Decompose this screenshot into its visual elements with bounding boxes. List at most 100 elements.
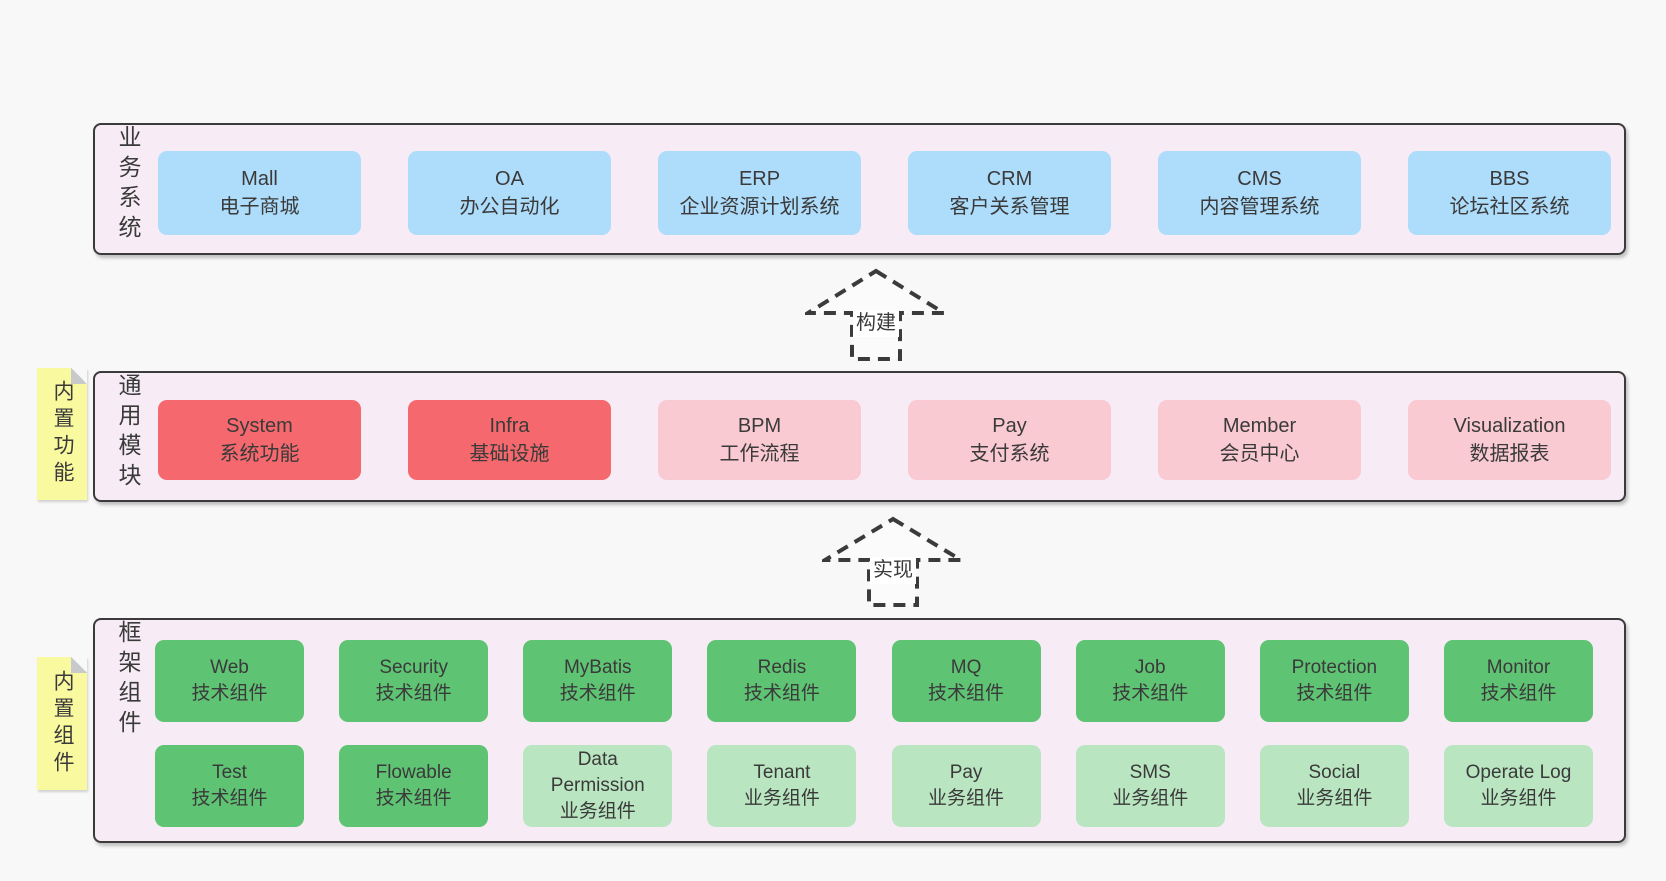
layer-label-business-systems: 业务系统 [115,125,141,245]
arrow-build: 构建 [805,268,947,362]
box-title: CMS [1237,168,1282,190]
box-subtitle: 工作流程 [719,443,800,465]
box-title: Pay [992,415,1027,437]
box-mybatis: MyBatis 技术组件 [523,640,673,722]
box-data-permission: Data Permission 业务组件 [523,745,673,827]
box-mq: MQ 技术组件 [891,640,1041,722]
box-subtitle: 数据报表 [1469,443,1550,465]
box-title: BBS [1489,168,1530,190]
box-subtitle: 企业资源计划系统 [679,196,840,218]
box-title: Social [1308,762,1361,783]
box-title: Security [379,657,448,678]
box-member: Member 会员中心 [1158,400,1361,480]
layer-label-framework-components: 框架组件 [115,620,141,740]
box-subtitle: 办公自动化 [459,196,560,218]
box-title: Redis [757,657,807,678]
box-row: Mall 电子商城 OA 办公自动化 ERP 企业资源计划系统 CRM 客户关系管理 CMS 内容… [158,151,1611,235]
box-monitor: Monitor 技术组件 [1443,640,1593,722]
box-subtitle: 会员中心 [1219,443,1300,465]
folded-corner-icon [71,657,87,673]
box-title: Visualization [1453,415,1566,437]
box-mall: Mall 电子商城 [158,151,361,235]
box-title: SMS [1129,762,1171,783]
box-subtitle: 业务组件 [928,788,1005,809]
box-subtitle: 技术组件 [191,788,268,809]
box-subtitle: 技术组件 [375,788,452,809]
box-subtitle: 技术组件 [1480,683,1557,704]
layer-label-common-modules: 通用模块 [115,373,141,493]
box-title: Member [1222,415,1297,437]
box-title: Test [212,762,247,783]
box-security: Security 技术组件 [339,640,489,722]
box-visualization: Visualization 数据报表 [1408,400,1611,480]
box-subtitle: 业务组件 [1112,788,1189,809]
box-cms: CMS 内容管理系统 [1158,151,1361,235]
folded-corner-icon [71,368,87,384]
box-operate-log: Operate Log 业务组件 [1443,745,1593,827]
box-title: OA [495,168,524,190]
box-protection: Protection 技术组件 [1259,640,1409,722]
box-subtitle: 技术组件 [1296,683,1373,704]
box-job: Job 技术组件 [1075,640,1225,722]
box-bbs: BBS 论坛社区系统 [1408,151,1611,235]
box-subtitle: 电子商城 [219,196,300,218]
box-flowable: Flowable 技术组件 [339,745,489,827]
layer-business-systems: 业务系统 Mall 电子商城 OA 办公自动化 ERP 企业资源计划系统 CRM 客户关系管理… [93,123,1626,255]
box-crm: CRM 客户关系管理 [908,151,1111,235]
box-subtitle: 支付系统 [969,443,1050,465]
box-tenant: Tenant 业务组件 [707,745,857,827]
box-redis: Redis 技术组件 [707,640,857,722]
box-title: Mall [241,168,278,190]
box-subtitle: 业务组件 [559,801,636,822]
tag-built-in-components-label: 内置组件 [51,669,74,778]
box-subtitle: 客户关系管理 [949,196,1070,218]
box-title: Monitor [1486,657,1551,678]
box-title: ERP [738,168,781,190]
box-title: Job [1134,657,1166,678]
box-subtitle: 技术组件 [559,683,636,704]
box-title: CRM [986,168,1033,190]
box-web: Web 技术组件 [155,640,304,722]
box-pay: Pay 支付系统 [908,400,1111,480]
box-title: Flowable [375,762,452,783]
box-system: System 系统功能 [158,400,361,480]
box-subtitle: 业务组件 [1296,788,1373,809]
box-title: Protection [1291,657,1378,678]
tag-built-in-components: 内置组件 [37,657,87,790]
box-subtitle: 技术组件 [928,683,1005,704]
arrow-build-label: 构建 [853,310,899,338]
tag-built-in-features: 内置功能 [37,368,87,500]
box-title: System [226,415,293,437]
box-title: MyBatis [563,657,632,678]
box-oa: OA 办公自动化 [408,151,611,235]
box-subtitle: 技术组件 [1112,683,1189,704]
box-social: Social 业务组件 [1259,745,1409,827]
box-subtitle: 业务组件 [743,788,820,809]
box-subtitle: 论坛社区系统 [1449,196,1570,218]
box-title: Data Permission [550,749,645,796]
box-title: Web [210,657,249,678]
tag-built-in-features-label: 内置功能 [51,380,74,488]
box-subtitle: 内容管理系统 [1199,196,1320,218]
box-title: BPM [737,415,782,437]
arrow-implement-label: 实现 [870,557,916,585]
box-bpm: BPM 工作流程 [658,400,861,480]
box-title: Tenant [753,762,811,783]
box-subtitle: 系统功能 [219,443,300,465]
box-subtitle: 技术组件 [191,683,268,704]
box-title: MQ [950,657,982,678]
box-title: Operate Log [1465,762,1572,783]
box-subtitle: 技术组件 [743,683,820,704]
box-subtitle: 业务组件 [1480,788,1557,809]
box-sms: SMS 业务组件 [1075,745,1225,827]
box-test: Test 技术组件 [155,745,304,827]
box-erp: ERP 企业资源计划系统 [658,151,861,235]
box-subtitle: 技术组件 [375,683,452,704]
